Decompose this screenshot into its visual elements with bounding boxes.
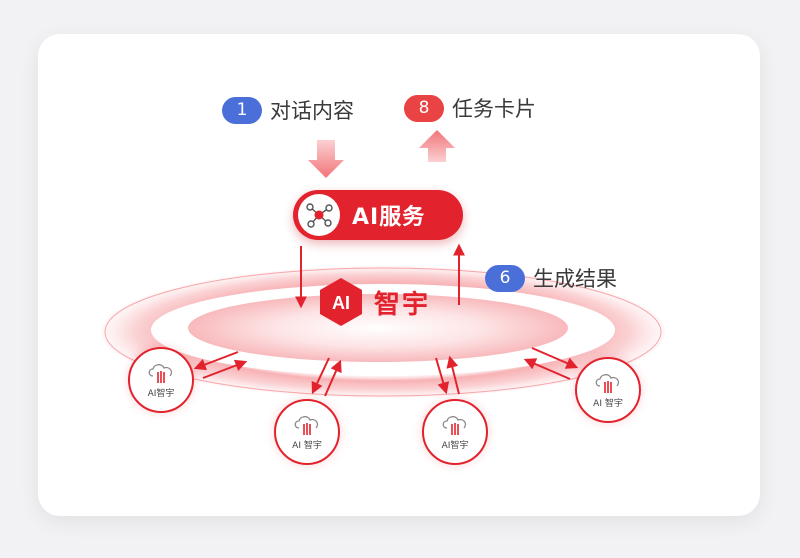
agent-node-2: AI 智宇 <box>274 399 340 465</box>
cloud-logo-icon <box>442 415 467 435</box>
agent-node-1-label: AI智宇 <box>147 388 175 399</box>
cloud-logo-icon <box>595 373 620 393</box>
inner-disc <box>188 294 568 362</box>
step-8-badge: 8 <box>404 94 444 122</box>
agent-node-3: AI智宇 <box>422 399 488 465</box>
node-exchange-arrows <box>193 347 579 397</box>
outer-ring-edge <box>104 267 662 397</box>
task-card-up-arrow <box>419 130 455 162</box>
hexagon-ai-icon: AI <box>320 278 362 326</box>
agent-node-3-label: AI智宇 <box>441 440 469 451</box>
ai-service-text: AI服务 <box>352 205 426 230</box>
result-label: 6 生成结果 <box>485 263 617 293</box>
agent-node-2-label: AI 智宇 <box>292 440 322 451</box>
cloud-logo-icon <box>148 363 173 383</box>
cloud-logo-icon <box>294 415 319 435</box>
dialogue-label: 1 对话内容 <box>222 95 354 125</box>
agent-node-4: AI 智宇 <box>575 357 641 423</box>
dialogue-down-arrow <box>308 140 344 178</box>
network-nodes-icon <box>298 194 340 236</box>
agent-node-4-label: AI 智宇 <box>593 398 623 409</box>
task-card-label: 8 任务卡片 <box>404 93 536 123</box>
dialogue-text: 对话内容 <box>270 99 354 123</box>
ai-service-pill: AI服务 <box>293 190 463 240</box>
brand-name: 智宇 <box>374 289 431 320</box>
result-text: 生成结果 <box>533 267 617 291</box>
brand-logo: AI 智宇 <box>318 277 430 327</box>
step-6-badge: 6 <box>485 264 525 292</box>
step-1-badge: 1 <box>222 96 262 124</box>
task-card-text: 任务卡片 <box>452 97 536 121</box>
brand-mark: AI <box>332 293 350 313</box>
agent-node-1: AI智宇 <box>128 347 194 413</box>
